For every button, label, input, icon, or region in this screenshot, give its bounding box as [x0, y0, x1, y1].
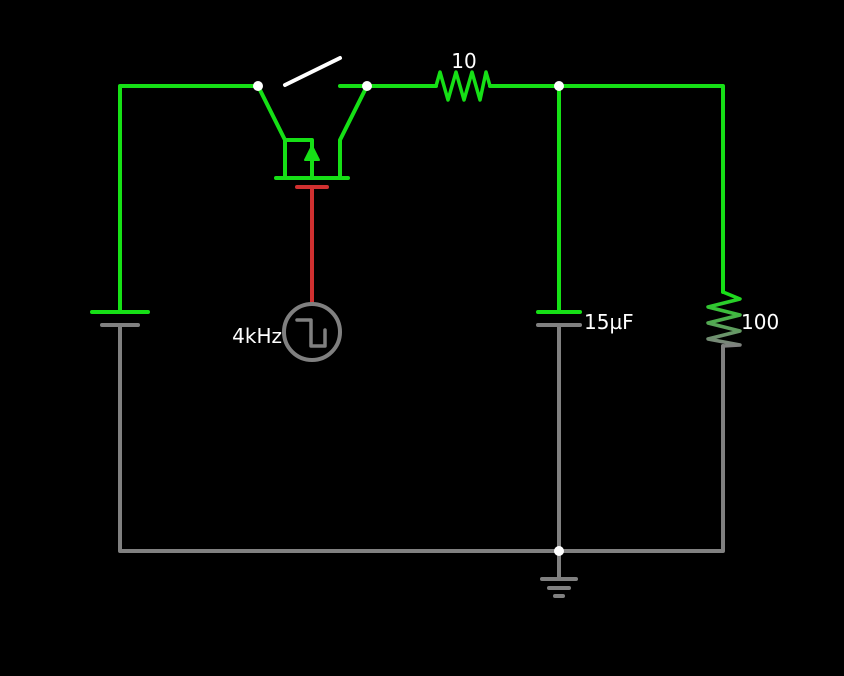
node-dot	[554, 546, 564, 556]
mosfet-body-lead	[283, 138, 314, 180]
node-dot	[253, 81, 263, 91]
square-source-label: 4kHz	[232, 324, 282, 348]
load-resistor-icon[interactable]	[706, 290, 742, 348]
node-dot	[554, 81, 564, 91]
node-dots	[253, 81, 564, 556]
top-resistor-label: 10	[451, 49, 476, 73]
ground-wires	[118, 323, 725, 580]
mosfet-drain-lead	[256, 84, 287, 180]
resistor-icon[interactable]	[434, 70, 492, 102]
load-resistor-label: 100	[741, 310, 779, 334]
mosfet-icon[interactable]	[256, 84, 369, 180]
resistor-to-right-wire	[488, 84, 725, 294]
left-top-wire	[118, 84, 260, 313]
mosfet-arrow	[304, 145, 320, 161]
switch-icon[interactable]	[283, 56, 342, 87]
live-wires	[118, 84, 725, 313]
capacitor-label: 15µF	[584, 310, 634, 334]
capacitor-icon[interactable]	[536, 310, 582, 327]
gate-wire	[295, 185, 329, 304]
ground-loop-wire	[118, 323, 725, 553]
node-dot	[362, 81, 372, 91]
mosfet-source-lead	[338, 84, 369, 180]
square-wave-source-icon[interactable]	[282, 302, 342, 362]
ground-icon	[540, 577, 578, 598]
battery-icon[interactable]	[90, 310, 150, 327]
